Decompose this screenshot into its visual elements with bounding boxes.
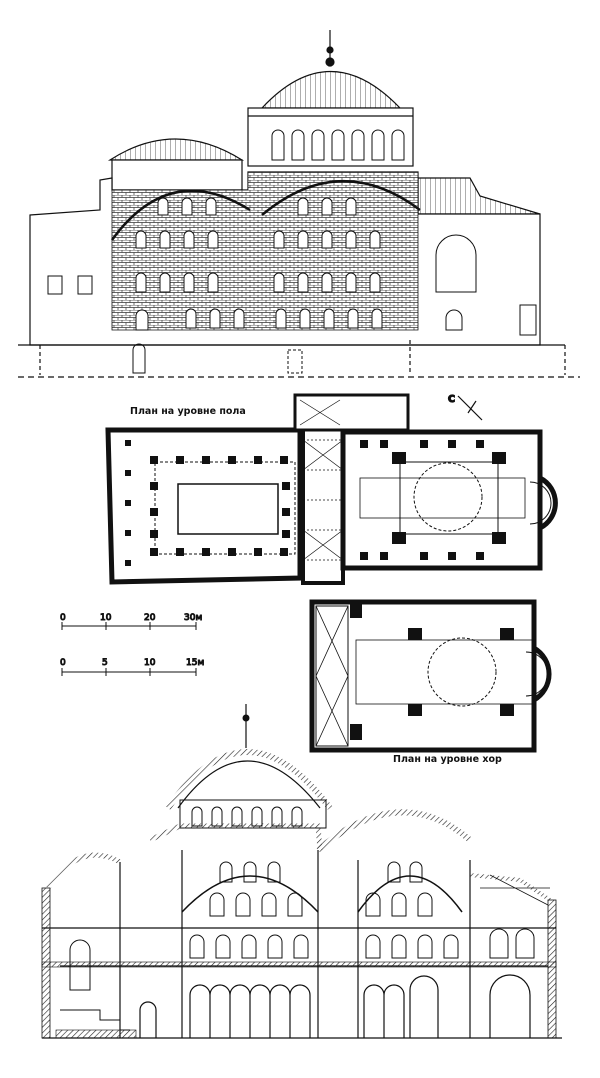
plan-floor-label: План на уровне пола xyxy=(130,406,246,417)
svg-text:10: 10 xyxy=(100,613,112,623)
exterior-elevation xyxy=(18,30,580,378)
floor-plan xyxy=(105,393,558,585)
svg-text:20: 20 xyxy=(144,613,156,623)
atrium-piers xyxy=(125,440,290,566)
svg-text:30м: 30м xyxy=(184,613,202,623)
longitudinal-section xyxy=(41,704,562,1039)
gallery-plan xyxy=(309,599,552,753)
nave-piers xyxy=(360,440,506,560)
scale-bar-small: 0 5 10 15м xyxy=(60,658,205,676)
svg-text:0: 0 xyxy=(60,613,66,623)
narthex-dome xyxy=(107,138,245,161)
svg-text:С: С xyxy=(448,394,455,405)
elevation-windows xyxy=(47,197,537,336)
scale-bar-large: 0 10 20 30м xyxy=(60,613,203,630)
svg-text:0: 0 xyxy=(60,658,66,668)
drum-windows xyxy=(271,129,405,161)
svg-text:15м: 15м xyxy=(186,658,204,668)
plan-gallery-label: План на уровне хор xyxy=(393,754,502,765)
svg-text:5: 5 xyxy=(102,658,108,668)
svg-text:10: 10 xyxy=(144,658,156,668)
north-arrow: С xyxy=(447,393,483,421)
main-dome xyxy=(260,70,402,109)
dome-drum xyxy=(247,107,414,167)
